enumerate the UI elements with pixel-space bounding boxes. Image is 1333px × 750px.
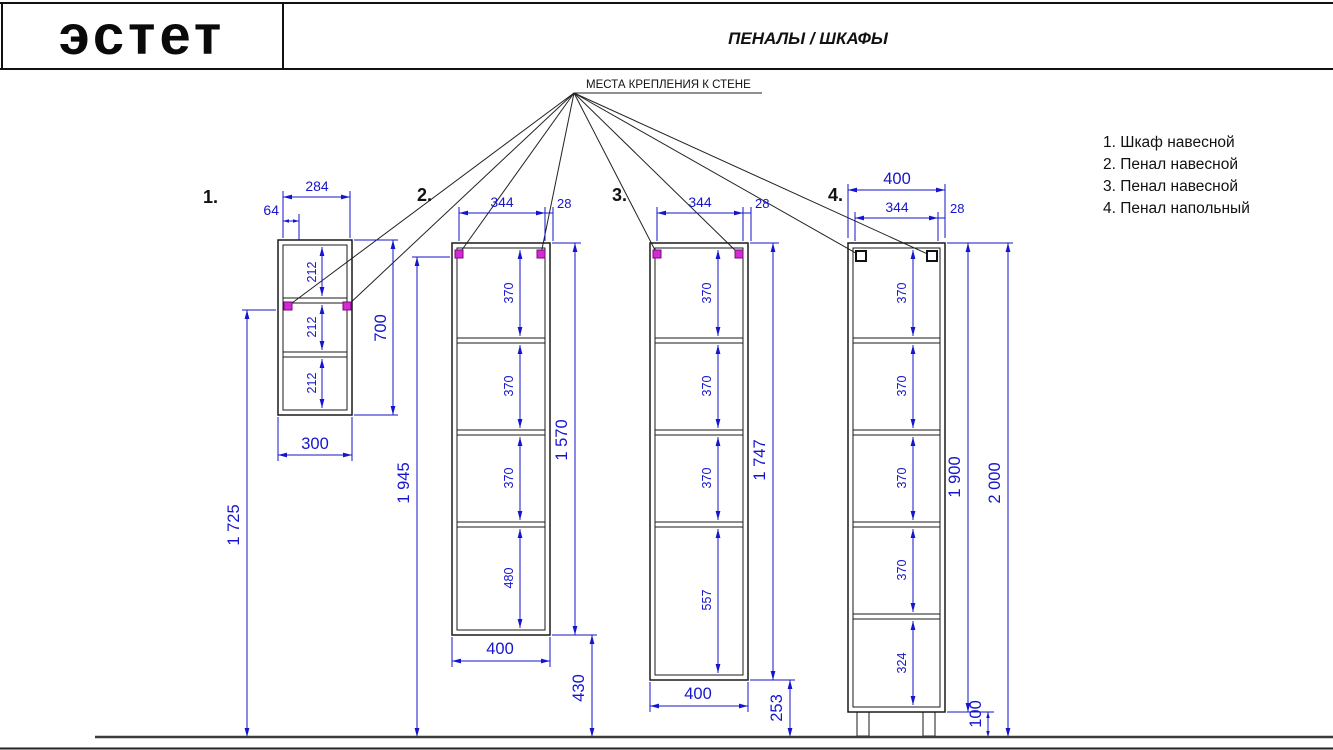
dim-label: 1 570 [553, 419, 571, 460]
cabinet-2: 2. 344 28 370 370 370 480 1 570 [395, 185, 597, 737]
header: эстет ПЕНАЛЫ / ШКАФЫ [0, 2, 1333, 70]
wall-mount-annotation: МЕСТА КРЕПЛЕНИЯ К СТЕНЕ [287, 79, 933, 307]
dim-label: 1 725 [225, 504, 243, 545]
dim-label: 28 [557, 196, 571, 211]
dim-label: 1 900 [946, 456, 964, 497]
cabinet-4: 4. 400 344 28 370 370 370 [828, 170, 1013, 737]
dim-label: 324 [895, 653, 909, 674]
cabinet-4-label: 4. [828, 185, 843, 205]
legend-item-2: 2. Пенал навесной [1103, 156, 1238, 173]
cabinet-1: 1. 284 64 212 212 212 700 3 [203, 178, 398, 737]
cabinet-leg [856, 711, 870, 737]
attachment-marker [734, 249, 744, 259]
dim-label: 370 [502, 376, 516, 397]
attachment-marker [342, 301, 352, 311]
dim-label: 370 [895, 376, 909, 397]
cabinet-3: 3. 344 28 370 370 370 557 1 747 [612, 185, 795, 737]
attachment-marker [283, 301, 293, 311]
dim-label: 557 [700, 590, 714, 611]
dim-label: 28 [755, 196, 769, 211]
dim-label: 370 [502, 468, 516, 489]
dim-label: 430 [570, 674, 588, 702]
dim-label: 344 [490, 194, 514, 210]
cabinet-1-label: 1. [203, 187, 218, 207]
dim-label: 370 [502, 283, 516, 304]
dim-label: 64 [263, 202, 279, 218]
dim-label: 400 [883, 170, 911, 188]
legend-item-4: 4. Пенал напольный [1103, 200, 1250, 217]
dim-label: 370 [700, 468, 714, 489]
legend-item-3: 3. Пенал навесной [1103, 178, 1238, 195]
dim-label: 284 [305, 178, 329, 194]
attachment-marker [652, 249, 662, 259]
legend: 1. Шкаф навесной 2. Пенал навесной 3. Пе… [1103, 134, 1250, 217]
dim-label: 28 [950, 201, 964, 216]
dim-label: 2 000 [986, 462, 1004, 503]
dim-label: 212 [305, 373, 319, 394]
wall-mount-label: МЕСТА КРЕПЛЕНИЯ К СТЕНЕ [586, 79, 751, 91]
dim-label: 700 [372, 314, 390, 342]
attachment-marker [926, 250, 938, 262]
page-title: ПЕНАЛЫ / ШКАФЫ [728, 29, 889, 48]
dim-label: 370 [895, 468, 909, 489]
dim-label: 370 [895, 560, 909, 581]
dim-label: 100 [967, 700, 985, 728]
cabinet-2-label: 2. [417, 185, 432, 205]
dim-label: 212 [305, 317, 319, 338]
dim-label: 344 [885, 199, 909, 215]
dim-label: 480 [502, 568, 516, 589]
attachment-marker [536, 249, 546, 259]
dim-label: 1 747 [751, 439, 769, 480]
cabinet-3-label: 3. [612, 185, 627, 205]
attachment-marker [454, 249, 464, 259]
dim-label: 300 [301, 435, 329, 453]
dim-label: 370 [700, 283, 714, 304]
dim-label: 253 [768, 694, 786, 722]
attachment-marker [855, 250, 867, 262]
dim-label: 370 [700, 376, 714, 397]
dim-label: 400 [486, 640, 514, 658]
cabinet-leg [922, 711, 936, 737]
dim-label: 370 [895, 283, 909, 304]
legend-item-1: 1. Шкаф навесной [1103, 134, 1235, 151]
dim-label: 344 [688, 194, 712, 210]
dim-label: 400 [684, 685, 712, 703]
dim-label: 1 945 [395, 462, 413, 503]
ground-line [0, 735, 1333, 750]
brand-logo: эстет [59, 3, 226, 66]
dim-label: 212 [305, 262, 319, 283]
